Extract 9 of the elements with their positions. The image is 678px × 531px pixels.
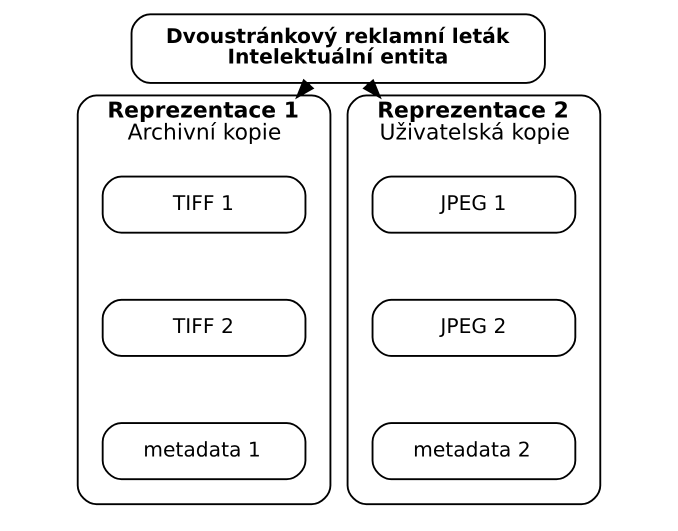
node-box: Dvoustránkový reklamní leták Intelektuální entita [130, 13, 546, 84]
arrow [295, 78, 314, 100]
node-box: JPEG 1 [372, 176, 576, 234]
arrow [362, 78, 382, 100]
node-box: metadata 1 [102, 422, 306, 480]
node-box: metadata 2 [372, 422, 576, 480]
node-box: JPEG 2 [372, 298, 576, 357]
node-box: TIFF 2 [102, 298, 306, 357]
node-box: TIFF 1 [102, 176, 306, 234]
